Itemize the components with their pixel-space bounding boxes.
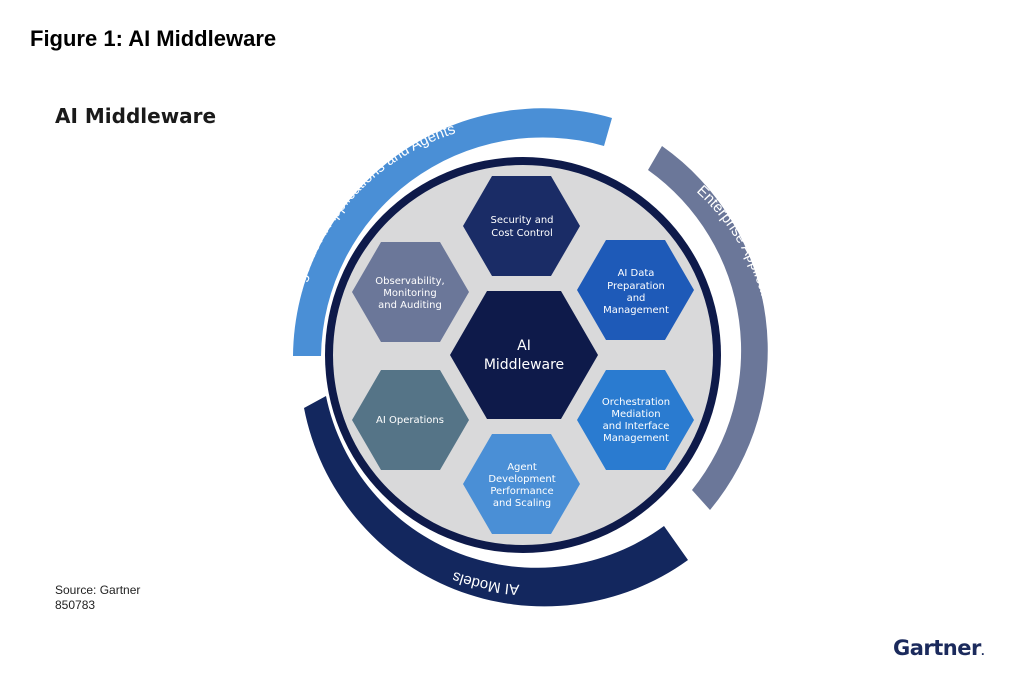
logo-text: Gartner [893, 636, 981, 660]
svg-text:Mediation: Mediation [611, 409, 660, 420]
svg-text:Management: Management [603, 305, 669, 316]
svg-text:Security and: Security and [490, 215, 553, 226]
hex-agent-development: Agent Development Performance and Scalin… [463, 434, 580, 534]
svg-text:and Scaling: and Scaling [493, 498, 551, 509]
svg-text:and: and [627, 293, 646, 304]
svg-text:Management: Management [603, 433, 669, 444]
ring-agentic-applications [293, 108, 612, 356]
svg-text:Performance: Performance [490, 486, 553, 497]
source-label: Source: Gartner [55, 583, 141, 597]
hex-observability: Observability, Monitoring and Auditing [352, 242, 469, 342]
svg-text:Agent: Agent [507, 462, 537, 473]
svg-text:AI: AI [517, 338, 531, 354]
ring-enterprise-data [648, 146, 768, 510]
svg-text:and Auditing: and Auditing [378, 300, 442, 311]
svg-text:Monitoring: Monitoring [383, 288, 436, 299]
svg-text:and Interface: and Interface [603, 421, 670, 432]
hex-ai-operations: AI Operations [352, 370, 469, 470]
hex-ai-data-prep: AI Data Preparation and Management [577, 240, 694, 340]
source-id: 850783 [55, 598, 96, 612]
ring-ai-models [304, 396, 688, 607]
svg-text:AI Operations: AI Operations [376, 415, 444, 426]
hex-security-cost: Security and Cost Control [463, 176, 580, 276]
svg-text:Observability,: Observability, [375, 276, 444, 287]
svg-text:Preparation: Preparation [607, 281, 665, 292]
logo-dot: . [980, 647, 985, 658]
svg-text:AI Data: AI Data [618, 268, 655, 279]
svg-text:Middleware: Middleware [484, 357, 564, 373]
source-note: Source: Gartner 850783 [55, 583, 140, 613]
svg-text:Development: Development [488, 474, 555, 485]
hex-orchestration: Orchestration Mediation and Interface Ma… [577, 370, 694, 470]
hex-center: AI Middleware [450, 291, 598, 419]
gartner-logo: Gartner. [893, 636, 985, 660]
svg-text:Cost Control: Cost Control [491, 228, 553, 239]
svg-text:Orchestration: Orchestration [602, 397, 670, 408]
figure-title: Figure 1: AI Middleware [30, 26, 277, 51]
panel-title: AI Middleware [55, 104, 217, 128]
